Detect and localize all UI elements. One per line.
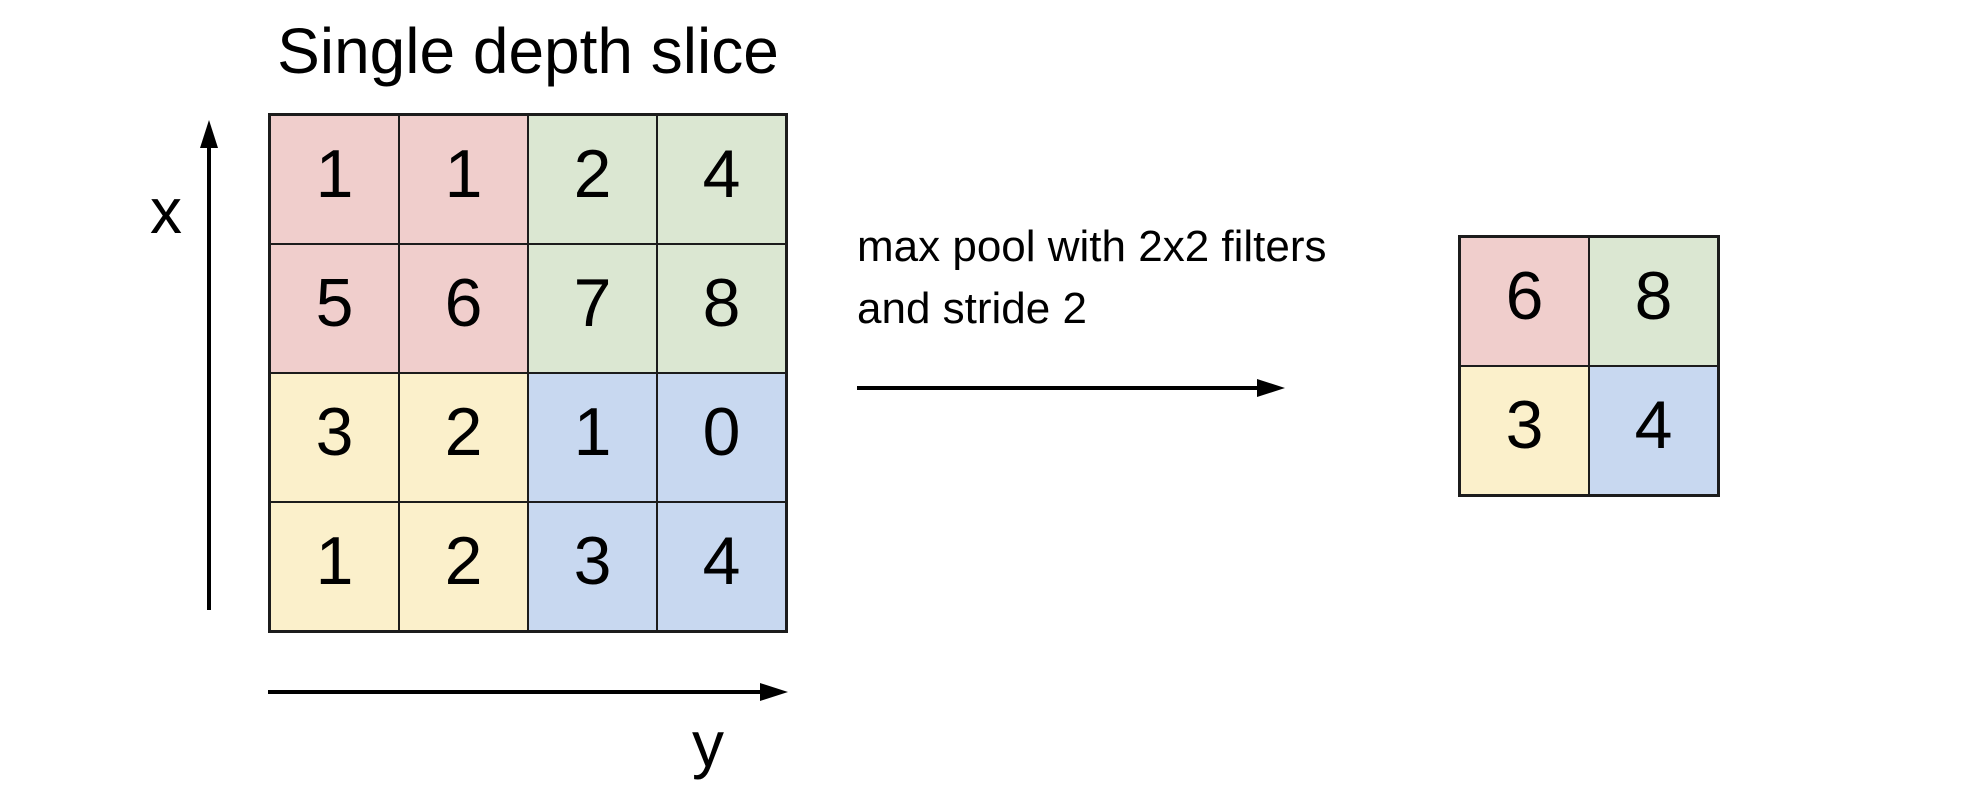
grid-cell: 0 (657, 373, 786, 502)
grid-cell: 3 (1460, 366, 1589, 495)
max-pool-operation-arrow (857, 379, 1285, 397)
grid-cell: 1 (528, 373, 657, 502)
operation-description: max pool with 2x2 filters and stride 2 (857, 216, 1327, 341)
grid-cell: 4 (1589, 366, 1718, 495)
grid-cell: 2 (528, 115, 657, 244)
grid-cell: 2 (399, 502, 528, 631)
grid-cell: 4 (657, 502, 786, 631)
grid-cell: 7 (528, 244, 657, 373)
grid-cell: 6 (1460, 237, 1589, 366)
x-axis-label: x (150, 175, 182, 247)
grid-cell: 4 (657, 115, 786, 244)
grid-cell: 1 (270, 115, 399, 244)
diagram-title: Single depth slice (277, 15, 779, 87)
grid-cell: 6 (399, 244, 528, 373)
grid-cell: 5 (270, 244, 399, 373)
grid-cell: 3 (528, 502, 657, 631)
grid-cell: 8 (657, 244, 786, 373)
operation-line-2: and stride 2 (857, 284, 1087, 334)
grid-cell: 8 (1589, 237, 1718, 366)
grid-cell: 3 (270, 373, 399, 502)
x-axis-arrow (200, 120, 218, 610)
grid-cell: 1 (399, 115, 528, 244)
operation-line-1: max pool with 2x2 filters (857, 222, 1327, 271)
y-axis-arrow (268, 683, 788, 701)
grid-cell: 1 (270, 502, 399, 631)
grid-cell: 2 (399, 373, 528, 502)
y-axis-label: y (692, 708, 724, 780)
